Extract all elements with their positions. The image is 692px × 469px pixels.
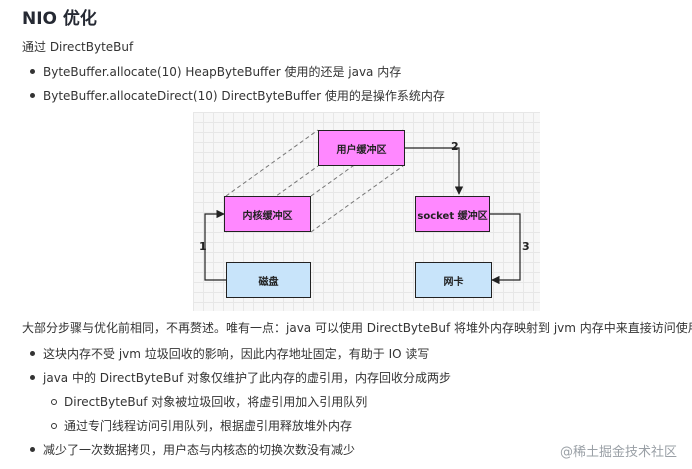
list-item: 通过专门线程访问引用队列，根据虚引用释放堆外内存 bbox=[50, 414, 367, 438]
watermark: @稀土掘金技术社区 bbox=[560, 445, 678, 460]
list-item: 这块内存不受 jvm 垃圾回收的影响，因此内存地址固定，有助于 IO 读写 bbox=[29, 342, 451, 366]
page-title: NIO 优化 bbox=[22, 9, 97, 29]
recycle-steps-list: DirectByteBuf 对象被垃圾回收，将虚引用加入引用队列 通过专门线程访… bbox=[50, 390, 367, 438]
arrow-1 bbox=[204, 209, 226, 281]
list-item: 减少了一次数据拷贝，用户态与内核态的切换次数没有减少 bbox=[29, 438, 355, 462]
socket-buffer-box: socket 缓冲区 bbox=[415, 196, 490, 232]
paragraph-2: 大部分步骤与优化前相同，不再赘述。唯有一点：java 可以使用 DirectBy… bbox=[22, 321, 692, 335]
intro-text: 通过 DirectByteBuf bbox=[22, 40, 134, 54]
list-item: java 中的 DirectByteBuf 对象仅维护了此内存的虚引用，内存回收… bbox=[29, 366, 451, 390]
allocation-list: ByteBuffer.allocate(10) HeapByteBuffer 使… bbox=[30, 60, 445, 108]
properties-list: 这块内存不受 jvm 垃圾回收的影响，因此内存地址固定，有助于 IO 读写 ja… bbox=[29, 342, 451, 390]
arrow-3 bbox=[490, 213, 521, 285]
summary-list: 减少了一次数据拷贝，用户态与内核态的切换次数没有减少 bbox=[29, 438, 355, 462]
list-item: ByteBuffer.allocate(10) HeapByteBuffer 使… bbox=[30, 60, 445, 84]
disk-box: 磁盘 bbox=[226, 262, 311, 298]
step-3-label: 3 bbox=[522, 240, 530, 253]
user-buffer-box: 用户缓冲区 bbox=[318, 130, 405, 166]
list-item: DirectByteBuf 对象被垃圾回收，将虚引用加入引用队列 bbox=[50, 390, 367, 414]
kernel-buffer-box: 内核缓冲区 bbox=[224, 196, 311, 232]
zero-copy-diagram: 用户缓冲区 内核缓冲区 socket 缓冲区 磁盘 网卡 1 2 3 bbox=[193, 112, 540, 311]
step-2-label: 2 bbox=[451, 140, 459, 153]
step-1-label: 1 bbox=[199, 240, 207, 253]
arrow-2 bbox=[405, 147, 464, 195]
list-item: ByteBuffer.allocateDirect(10) DirectByte… bbox=[30, 84, 445, 108]
nic-box: 网卡 bbox=[415, 262, 492, 298]
